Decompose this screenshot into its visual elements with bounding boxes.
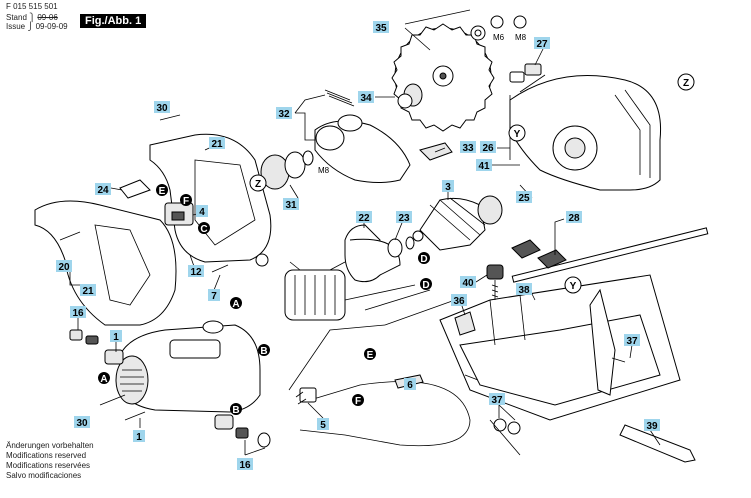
ref-circle: Z — [255, 179, 261, 190]
footnote-fr: Modifications reservées — [6, 461, 91, 470]
part-label: 35 — [375, 23, 387, 34]
thread-label: M8 — [318, 166, 330, 175]
part-label: 12 — [190, 267, 202, 278]
part-label: 20 — [58, 262, 70, 273]
part-label: 28 — [568, 213, 580, 224]
thread-label: M8 — [515, 33, 527, 42]
reference-circles: Z Y Z Y Y — [249, 73, 695, 294]
issue-value: 09-09-09 — [35, 22, 68, 31]
base-plate — [439, 227, 709, 421]
marker: A — [100, 374, 107, 385]
marker: C — [200, 224, 207, 235]
marker: E — [159, 186, 166, 197]
footnote-es: Salvo modificaciones — [6, 471, 82, 480]
part-label: 21 — [82, 286, 94, 297]
stand-value: 09-06 — [37, 13, 58, 22]
part-label: 36 — [453, 296, 465, 307]
field-stator — [284, 261, 346, 321]
part-label: 22 — [358, 213, 370, 224]
motor-housing — [115, 320, 261, 413]
marker: B — [232, 405, 239, 416]
armature — [412, 195, 503, 251]
part-label: 16 — [239, 460, 251, 471]
part-label: 3 — [445, 182, 451, 193]
marker: D — [422, 280, 429, 291]
part-label: 4 — [199, 207, 205, 218]
part-labels: 35 27 30 32 34 21 33 26 41 24 4 3 31 22 … — [56, 21, 660, 471]
blade-guard — [509, 75, 662, 191]
part-label: 32 — [278, 109, 290, 120]
part-label: 26 — [482, 143, 494, 154]
footnote-de: Änderungen vorbehalten — [6, 441, 94, 450]
connection-markers: E F C A B D D A B E F — [98, 184, 432, 416]
thread-label: M6 — [493, 33, 505, 42]
ref-circle: Y — [514, 129, 521, 140]
handle-housing — [149, 133, 272, 267]
part-label: 31 — [285, 200, 297, 211]
part-label: 21 — [211, 139, 223, 150]
marker: F — [183, 196, 189, 207]
part-number: F 015 515 501 — [6, 2, 58, 11]
part-label: 37 — [626, 336, 638, 347]
part-label: 38 — [518, 285, 530, 296]
issue-label: Issue — [6, 22, 26, 31]
part-label: 30 — [156, 103, 168, 114]
marker: A — [232, 299, 239, 310]
part-label: 34 — [360, 93, 372, 104]
part-label: 27 — [536, 39, 548, 50]
part-label: 1 — [113, 332, 119, 343]
part-label: 41 — [478, 161, 490, 172]
issue-row: Issue ⎭ 09-09-09 — [6, 22, 68, 31]
ref-circle: Y — [570, 281, 577, 292]
part-label: 24 — [97, 185, 109, 196]
part-label: 7 — [211, 291, 217, 302]
marker: D — [420, 254, 427, 265]
stand-label: Stand — [6, 13, 27, 22]
part-label: 39 — [646, 421, 658, 432]
part-label: 25 — [518, 193, 530, 204]
marker: E — [367, 350, 374, 361]
marker: F — [355, 396, 361, 407]
part-label: 1 — [136, 432, 142, 443]
part-label: 40 — [462, 278, 474, 289]
part-label: 30 — [76, 418, 88, 429]
ref-circle: Z — [683, 78, 689, 89]
stand-row: Stand ⎫ 09-06 — [6, 13, 58, 22]
marker: B — [260, 346, 267, 357]
figure-label: Fig./Abb. 1 — [80, 14, 147, 28]
part-label: 6 — [407, 380, 413, 391]
footnote-en: Modifications reserved — [6, 451, 87, 460]
part-label: 16 — [72, 308, 84, 319]
part-label: 5 — [320, 420, 326, 431]
part-label: 23 — [398, 213, 410, 224]
thread-labels: M6 M8 M8 — [318, 33, 527, 175]
part-label: 37 — [491, 395, 503, 406]
parts-drawings — [34, 9, 709, 463]
part-label: 33 — [462, 143, 474, 154]
